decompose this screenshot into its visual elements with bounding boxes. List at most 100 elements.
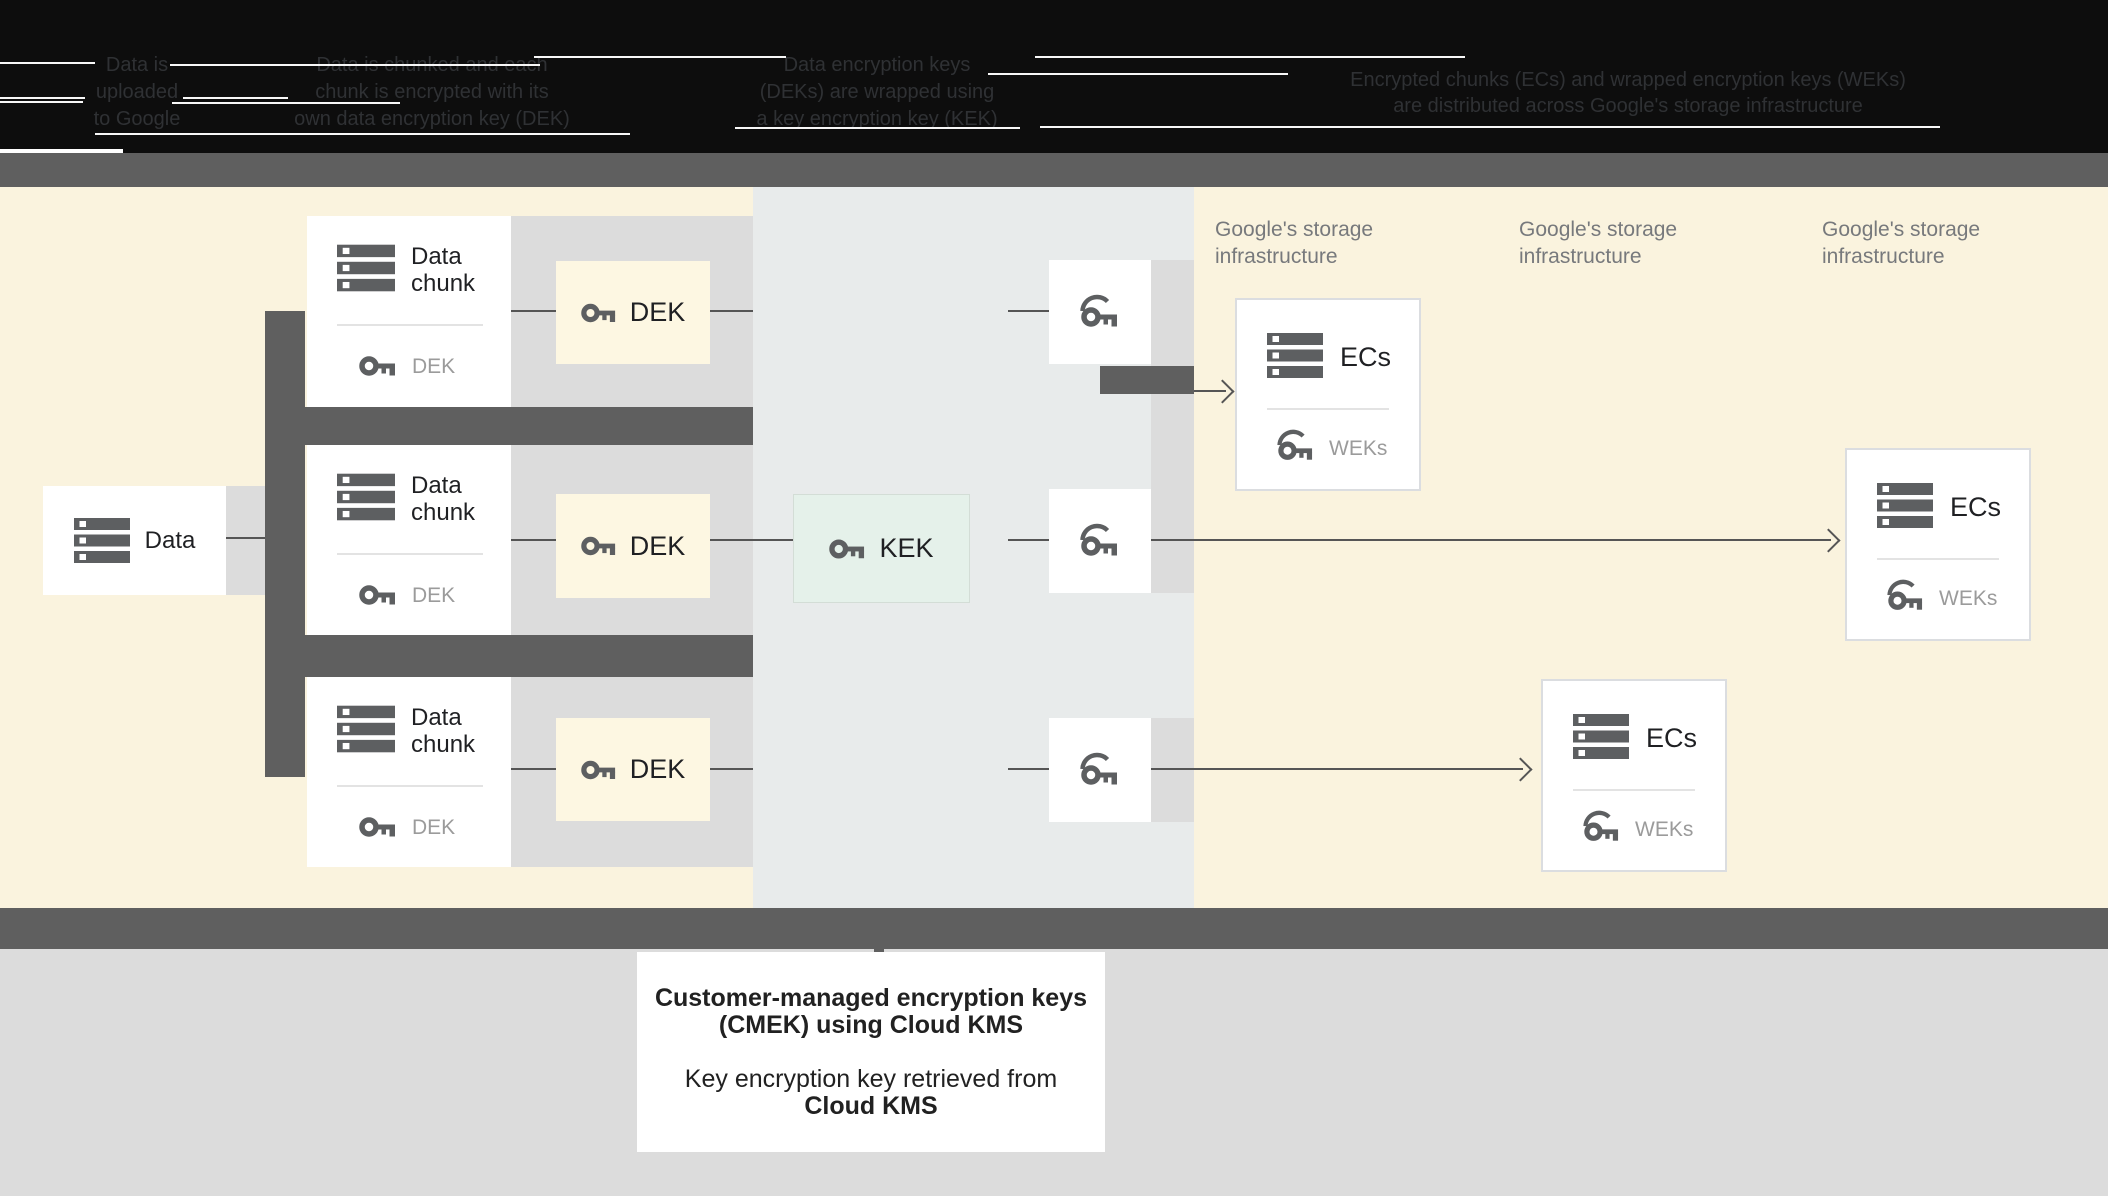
ecs-title: ECs: [1646, 723, 1698, 753]
header-step-1-line: to Google: [93, 108, 181, 130]
dek-box: DEK: [556, 261, 710, 364]
card-divider: [1877, 558, 1999, 560]
wrapped-key-box: [1049, 718, 1151, 822]
data-chunk-card: Data chunk DEK: [307, 445, 511, 635]
header-step-1-line: uploaded: [95, 81, 179, 103]
card-divider: [337, 553, 483, 555]
connector-line: [511, 539, 556, 541]
storage-label: Google's storage infrastructure: [1215, 216, 1445, 270]
wrapped-key-box: [1049, 260, 1151, 364]
header-artifact-notch: [0, 149, 123, 155]
header-artifact-line: [1035, 56, 1465, 58]
key-icon: [359, 814, 397, 840]
card-divider: [337, 324, 483, 326]
dek-box-label: DEK: [629, 530, 686, 561]
wrapped-key-icon: [1080, 294, 1120, 330]
server-icon: [337, 473, 395, 521]
header-strip: Data is uploaded to Google Data is chunk…: [0, 0, 2108, 153]
ecs-key-label: WEKs: [1329, 437, 1388, 460]
connector-line: [710, 310, 753, 312]
header-artifact-line: [95, 133, 630, 135]
connector-line: [511, 768, 556, 770]
server-icon: [337, 244, 395, 292]
data-box-label: Data: [144, 526, 196, 554]
header-step-3-line: Data encryption keys: [783, 54, 971, 76]
branch-bar: [265, 407, 753, 445]
elbow-connector: [1100, 366, 1194, 394]
wrapped-key-box: [1049, 489, 1151, 593]
connector-line: [1008, 539, 1049, 541]
connector-line: [710, 768, 753, 770]
connector-line: [1008, 768, 1049, 770]
card-divider: [1267, 408, 1389, 410]
data-chunk-card: Data chunk DEK: [307, 216, 511, 407]
header-step-2-line: chunk is encrypted with its: [315, 81, 549, 103]
wrapped-key-icon: [1887, 579, 1925, 613]
dek-box: DEK: [556, 494, 710, 598]
data-row-band: [226, 486, 265, 595]
storage-label: Google's storage infrastructure: [1822, 216, 2052, 270]
data-chunk-key-label: DEK: [412, 584, 456, 607]
note-box: Customer-managed encryption keys (CMEK) …: [637, 952, 1105, 1152]
server-icon: [73, 518, 130, 563]
header-step-4-line: Encrypted chunks (ECs) and wrapped encry…: [1350, 69, 1906, 91]
header-artifact-line: [0, 97, 85, 99]
header-step-1: Data is uploaded to Google: [37, 52, 237, 133]
data-chunk-title: Data chunk: [411, 472, 476, 526]
data-chunk-title: Data chunk: [411, 243, 476, 297]
top-divider-bar: [0, 153, 2108, 187]
data-chunk-card: Data chunk DEK: [307, 677, 511, 867]
connector-line: [226, 537, 265, 539]
ecs-key-label: WEKs: [1939, 587, 1998, 610]
header-step-3-line: (DEKs) are wrapped using: [759, 81, 995, 103]
header-artifact-line: [172, 102, 400, 104]
note-title-line: Customer-managed encryption keys: [654, 984, 1088, 1012]
header-artifact-line: [0, 101, 83, 103]
note-spacer: [637, 1039, 1105, 1066]
data-box: Data: [43, 486, 226, 595]
arrow-line: [1194, 390, 1226, 392]
arrow-line: [1151, 768, 1523, 770]
connector-line: [1008, 310, 1049, 312]
header-step-4-line: are distributed across Google's storage …: [1393, 95, 1863, 117]
key-icon: [581, 534, 617, 558]
storage-label-line: infrastructure: [1519, 245, 1642, 268]
dek-box-label: DEK: [629, 297, 686, 327]
key-icon: [581, 758, 617, 782]
header-artifact-line: [183, 97, 288, 99]
wrapped-key-icon: [1080, 523, 1120, 559]
header-step-2-line: own data encryption key (DEK): [294, 108, 570, 130]
ecs-card: ECs WEKs: [1235, 298, 1421, 491]
header-artifact-line: [0, 62, 95, 64]
note-body-line: Cloud KMS: [804, 1092, 938, 1120]
server-icon: [1877, 483, 1933, 528]
ecs-title: ECs: [1340, 342, 1392, 372]
storage-label-line: Google's storage: [1822, 218, 1981, 241]
header-artifact-line: [534, 56, 786, 58]
key-icon: [829, 537, 866, 561]
header-artifact-line: [1040, 126, 1940, 128]
dek-box-label: DEK: [629, 754, 686, 784]
key-icon: [359, 582, 397, 608]
storage-label-line: infrastructure: [1822, 245, 1945, 268]
ecs-key-label: WEKs: [1635, 818, 1694, 841]
wrapped-key-icon: [1277, 429, 1315, 463]
key-icon: [359, 353, 397, 379]
trunk-bar: [265, 311, 305, 777]
key-icon: [581, 301, 617, 325]
note-title-line: (CMEK) using Cloud KMS: [718, 1011, 1024, 1039]
dek-box: DEK: [556, 718, 710, 821]
header-step-1-line: Data is: [105, 54, 169, 76]
ecs-card: ECs WEKs: [1845, 448, 2031, 641]
note-body-line: Key encryption key retrieved from: [684, 1065, 1058, 1093]
bottom-divider-bar: [0, 908, 2108, 949]
kek-box-label: KEK: [879, 533, 934, 563]
branch-bar: [265, 635, 753, 677]
storage-label-line: Google's storage: [1215, 218, 1374, 241]
header-artifact-line: [988, 73, 1288, 75]
header-artifact-line: [735, 127, 1020, 129]
data-chunk-title: Data chunk: [411, 704, 476, 758]
key-row-band: [1151, 718, 1194, 822]
connector-line: [710, 539, 793, 541]
